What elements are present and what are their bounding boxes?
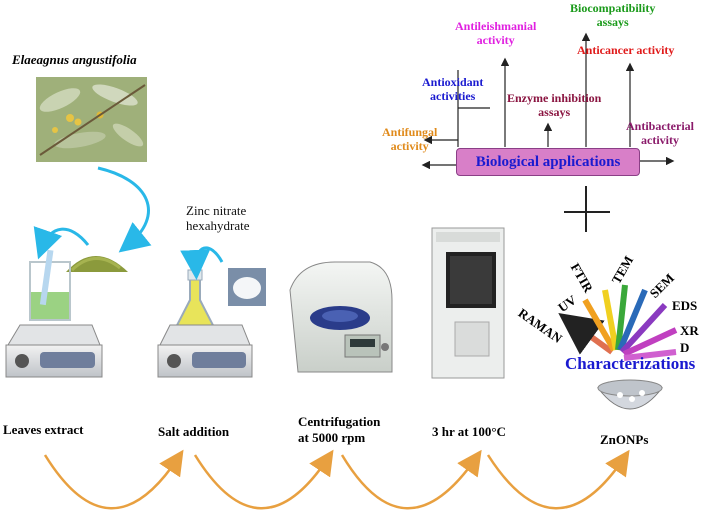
label-antibacterial: Antibacterial activity — [626, 119, 694, 148]
step-product: ZnONPs — [600, 432, 649, 447]
reagent-line1: Zinc nitrate — [186, 203, 247, 218]
salt-to-flask-arrow — [180, 246, 224, 280]
label-anticancer: Anticancer activity — [577, 43, 675, 57]
label-antileish-l2: activity — [476, 32, 515, 47]
biological-applications-box: Biological applications — [456, 148, 640, 176]
green-powder — [66, 256, 128, 272]
label-enzyme-l1: Enzyme inhibition — [507, 91, 602, 105]
bio-arrows — [421, 32, 675, 170]
label-antioxidant-l1: Antioxidant — [422, 75, 484, 89]
characterizations-title: Characterizations — [565, 354, 696, 373]
label-xr: XR — [680, 323, 699, 338]
step-heating: 3 hr at 100°C — [432, 424, 506, 439]
hotplate-beaker — [5, 249, 103, 378]
label-antioxidant-l2: activities — [430, 88, 476, 103]
plus-symbol — [564, 186, 610, 232]
centrifuge — [289, 261, 393, 373]
label-biocompat-l2: assays — [596, 14, 629, 29]
step-centrifugation: Centrifugation at 5000 rpm — [298, 414, 380, 446]
label-antibacterial-l1: Antibacterial — [626, 119, 694, 133]
label-antifungal: Antifungal activity — [382, 125, 438, 154]
step-centrifugation-l2: at 5000 rpm — [298, 430, 366, 445]
label-d: D — [680, 340, 690, 355]
label-biocompat-l1: Biocompatibility — [570, 1, 656, 15]
label-eds: EDS — [672, 298, 698, 313]
label-antibacterial-l2: activity — [641, 132, 679, 147]
label-antileishmanial: Antileishmanial activity — [455, 19, 537, 48]
reagent-label: Zinc nitrate hexahydrate — [186, 203, 250, 234]
step-leaves-extract: Leaves extract — [3, 422, 84, 437]
label-enzyme-l2: assays — [538, 104, 571, 119]
label-antileish-l1: Antileishmanial — [455, 19, 537, 33]
leaf-photo — [36, 77, 147, 162]
step-salt-addition: Salt addition — [158, 424, 230, 439]
oven — [431, 227, 505, 379]
label-biocompatibility: Biocompatibility assays — [570, 1, 656, 30]
powder-to-beaker-arrow — [33, 226, 90, 260]
salt-powder — [228, 268, 266, 306]
reagent-line2: hexahydrate — [186, 217, 250, 233]
step-centrifugation-l1: Centrifugation — [298, 414, 381, 429]
zno-bowl — [596, 379, 664, 410]
biological-applications-label: Biological applications — [475, 153, 621, 170]
label-enzyme-inhibition: Enzyme inhibition assays — [507, 91, 602, 120]
characterization-arrows — [558, 284, 678, 361]
label-antifungal-l2: activity — [390, 138, 429, 153]
label-antifungal-l1: Antifungal — [382, 125, 438, 139]
species-name: Elaeagnus angustifolia — [12, 52, 137, 67]
hotplate-flask — [157, 269, 253, 378]
label-antioxidant: Antioxidant activities — [422, 75, 484, 104]
photo-to-powder-arrow — [97, 166, 152, 253]
process-arcs — [43, 449, 630, 510]
